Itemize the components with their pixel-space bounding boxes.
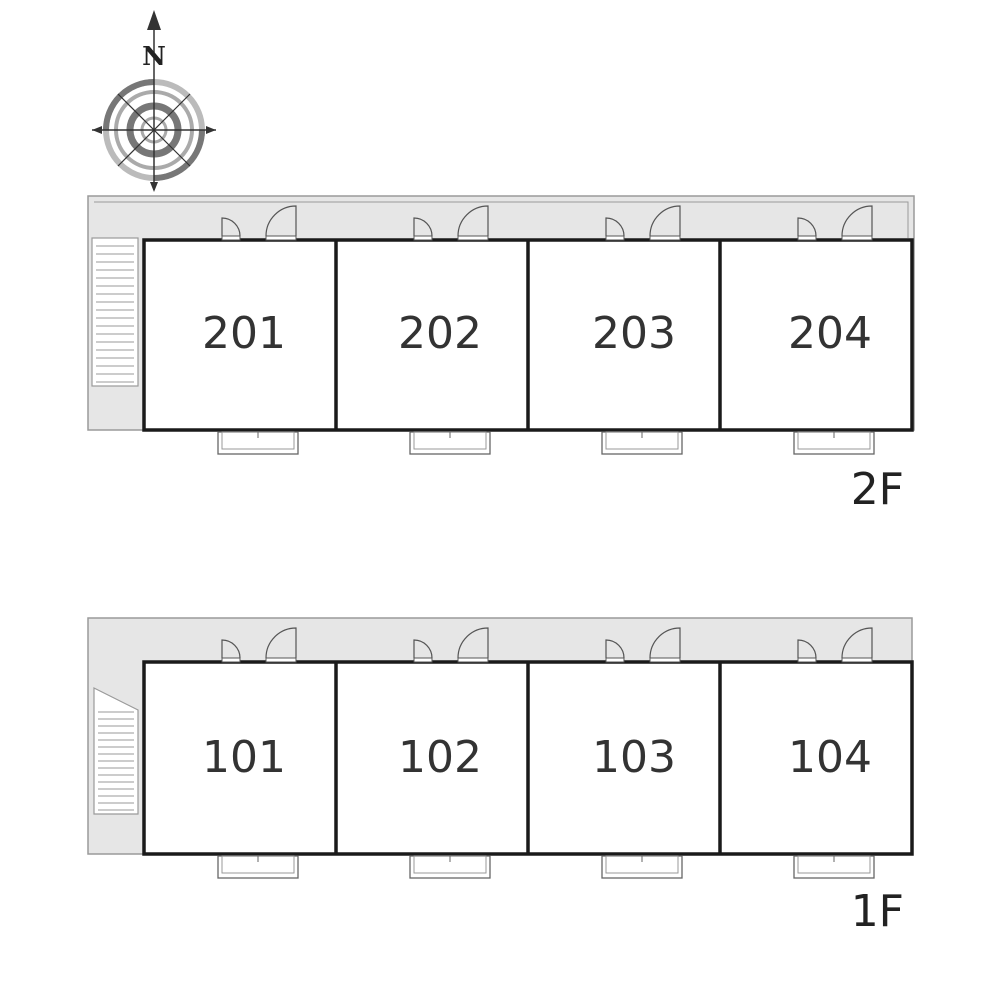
- room-201: 201: [202, 308, 286, 359]
- room-203: 203: [592, 308, 676, 359]
- door-icon: [265, 627, 297, 663]
- door-icon: [221, 217, 241, 241]
- room-label: 201: [202, 308, 286, 359]
- room-204: 204: [788, 308, 872, 359]
- room-103: 103: [592, 732, 676, 783]
- window-icon: [409, 855, 491, 879]
- door-icon: [605, 639, 625, 663]
- door-icon: [649, 627, 681, 663]
- window-icon: [409, 431, 491, 455]
- room-104: 104: [788, 732, 872, 783]
- door-icon: [413, 217, 433, 241]
- room-202: 202: [398, 308, 482, 359]
- room-label: 203: [592, 308, 676, 359]
- window-icon: [793, 855, 875, 879]
- door-icon: [605, 217, 625, 241]
- door-icon: [841, 205, 873, 241]
- door-icon: [221, 639, 241, 663]
- floor-label-1f: 1F: [851, 886, 904, 937]
- room-label: 202: [398, 308, 482, 359]
- compass-north-label: N: [142, 42, 166, 72]
- room-label: 102: [398, 732, 482, 783]
- door-icon: [797, 217, 817, 241]
- door-icon: [797, 639, 817, 663]
- room-101: 101: [202, 732, 286, 783]
- door-icon: [841, 627, 873, 663]
- room-label: 101: [202, 732, 286, 783]
- stairs-1f: [93, 687, 139, 815]
- floor-2f: 201 202 203 204: [87, 195, 915, 455]
- compass-icon: [92, 10, 216, 192]
- window-icon: [601, 431, 683, 455]
- room-label: 103: [592, 732, 676, 783]
- room-102: 102: [398, 732, 482, 783]
- stairs-2f: [91, 237, 139, 387]
- window-icon: [793, 431, 875, 455]
- door-icon: [649, 205, 681, 241]
- floor-1f: 101 102 103 104: [87, 617, 914, 879]
- door-icon: [265, 205, 297, 241]
- door-icon: [457, 205, 489, 241]
- room-label: 104: [788, 732, 872, 783]
- window-icon: [601, 855, 683, 879]
- room-label: 204: [788, 308, 872, 359]
- floor-label-2f: 2F: [851, 464, 904, 515]
- window-icon: [217, 431, 299, 455]
- window-icon: [217, 855, 299, 879]
- door-icon: [457, 627, 489, 663]
- door-icon: [413, 639, 433, 663]
